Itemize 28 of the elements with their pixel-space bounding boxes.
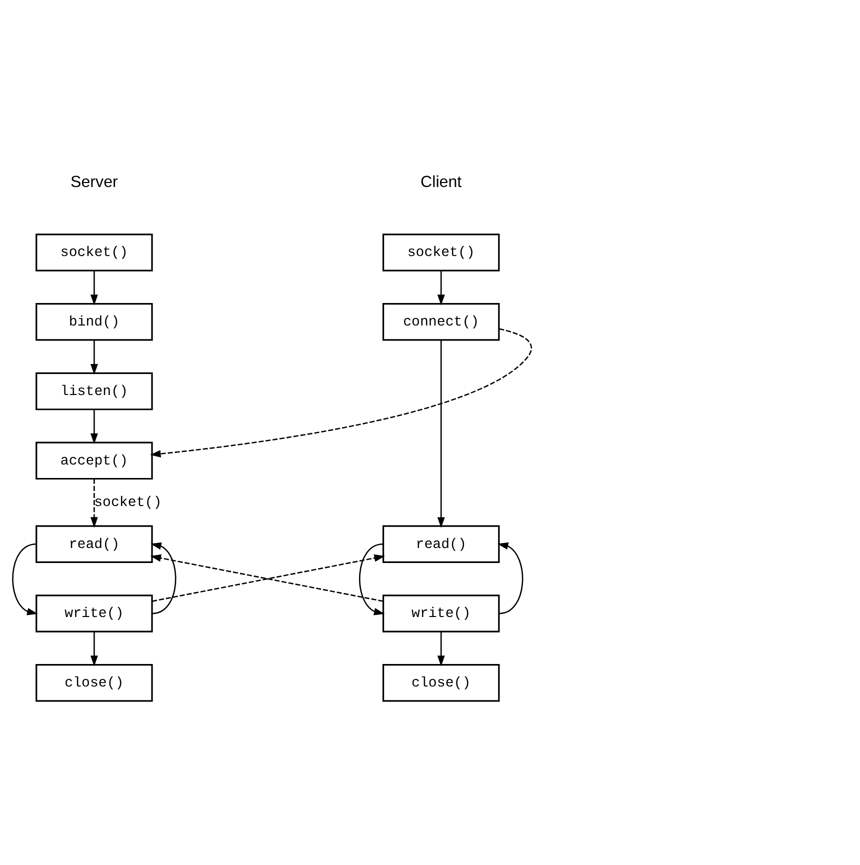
arrow [437, 270, 445, 305]
arrow [359, 542, 385, 615]
arrow [437, 340, 445, 528]
arrow [90, 340, 98, 374]
node-box: socket() [36, 233, 153, 271]
node-box: close() [36, 663, 153, 702]
node-box: socket() [382, 233, 500, 271]
arrow [90, 270, 98, 305]
arrow [90, 409, 98, 444]
arrow [150, 542, 176, 614]
arrow [498, 542, 524, 614]
node-box: write() [382, 594, 500, 632]
node-box: accept() [36, 441, 153, 480]
arrow [437, 631, 445, 666]
label: Server [70, 172, 118, 190]
node-box: bind() [36, 302, 153, 340]
arrow [90, 631, 98, 666]
node-box: read() [382, 524, 500, 563]
edge-label: socket() [94, 494, 162, 511]
arrow [90, 478, 98, 528]
node-box: close() [382, 663, 500, 702]
label: Client [420, 172, 462, 190]
arrow [12, 542, 38, 615]
node-box: read() [36, 524, 153, 563]
node-box: connect() [382, 302, 500, 340]
node-box: write() [36, 594, 153, 632]
node-box: listen() [36, 372, 153, 410]
arrow [150, 328, 532, 458]
